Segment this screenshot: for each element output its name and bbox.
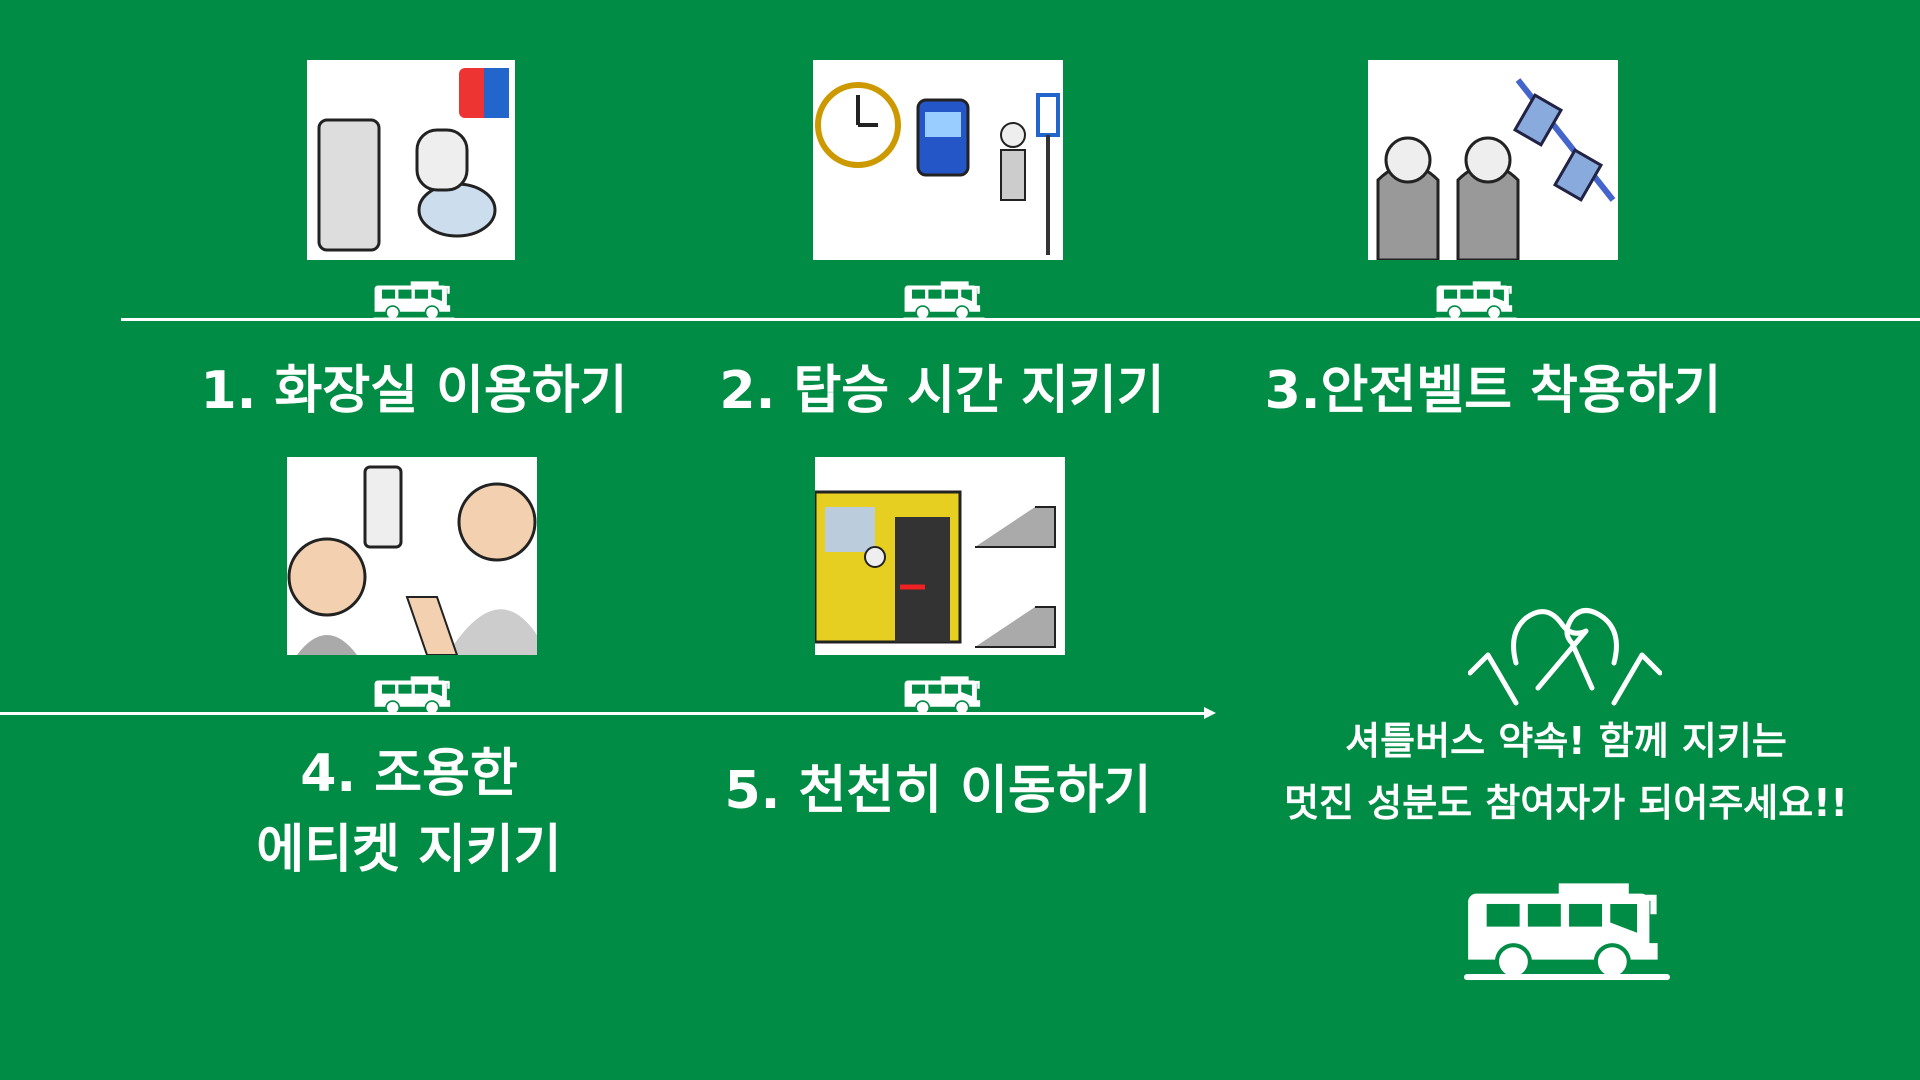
- move-slowly-pictogram: [815, 457, 1065, 655]
- timeline-line-1: [121, 318, 1920, 321]
- restroom-pictogram: [307, 60, 515, 260]
- step-2-label: 2. 탑승 시간 지키기: [719, 361, 1165, 421]
- seatbelt-pictogram: [1368, 60, 1618, 260]
- step-3-label: 3.안전벨트 착용하기: [1264, 361, 1722, 421]
- pinky-promise-icon: [1468, 608, 1662, 706]
- timeline-line-2: [0, 712, 1208, 715]
- bus-icon: [371, 274, 457, 320]
- shuttle-bus-icon: [1464, 864, 1670, 981]
- step-5-label: 5. 천천히 이동하기: [724, 761, 1152, 821]
- step-1-label: 1. 화장실 이용하기: [200, 361, 628, 421]
- promise-message: 셔틀버스 약속! 함께 지키는 멋진 성분도 참여자가 되어주세요!!: [1284, 710, 1848, 834]
- arrow-head-icon: [1204, 707, 1216, 719]
- quiet-etiquette-pictogram: [287, 457, 537, 655]
- step-4-label-line2: 에티켓 지키기: [256, 820, 562, 880]
- bus-icon: [901, 669, 987, 715]
- step-4-label-line1: 4. 조용한: [300, 744, 518, 804]
- bus-icon: [1433, 274, 1519, 320]
- promise-message-line2: 멋진 성분도 참여자가 되어주세요!!: [1284, 781, 1848, 825]
- bus-icon: [371, 669, 457, 715]
- promise-message-line1: 셔틀버스 약속! 함께 지키는: [1345, 719, 1787, 763]
- bus-icon: [901, 274, 987, 320]
- boarding-time-pictogram: [813, 60, 1063, 260]
